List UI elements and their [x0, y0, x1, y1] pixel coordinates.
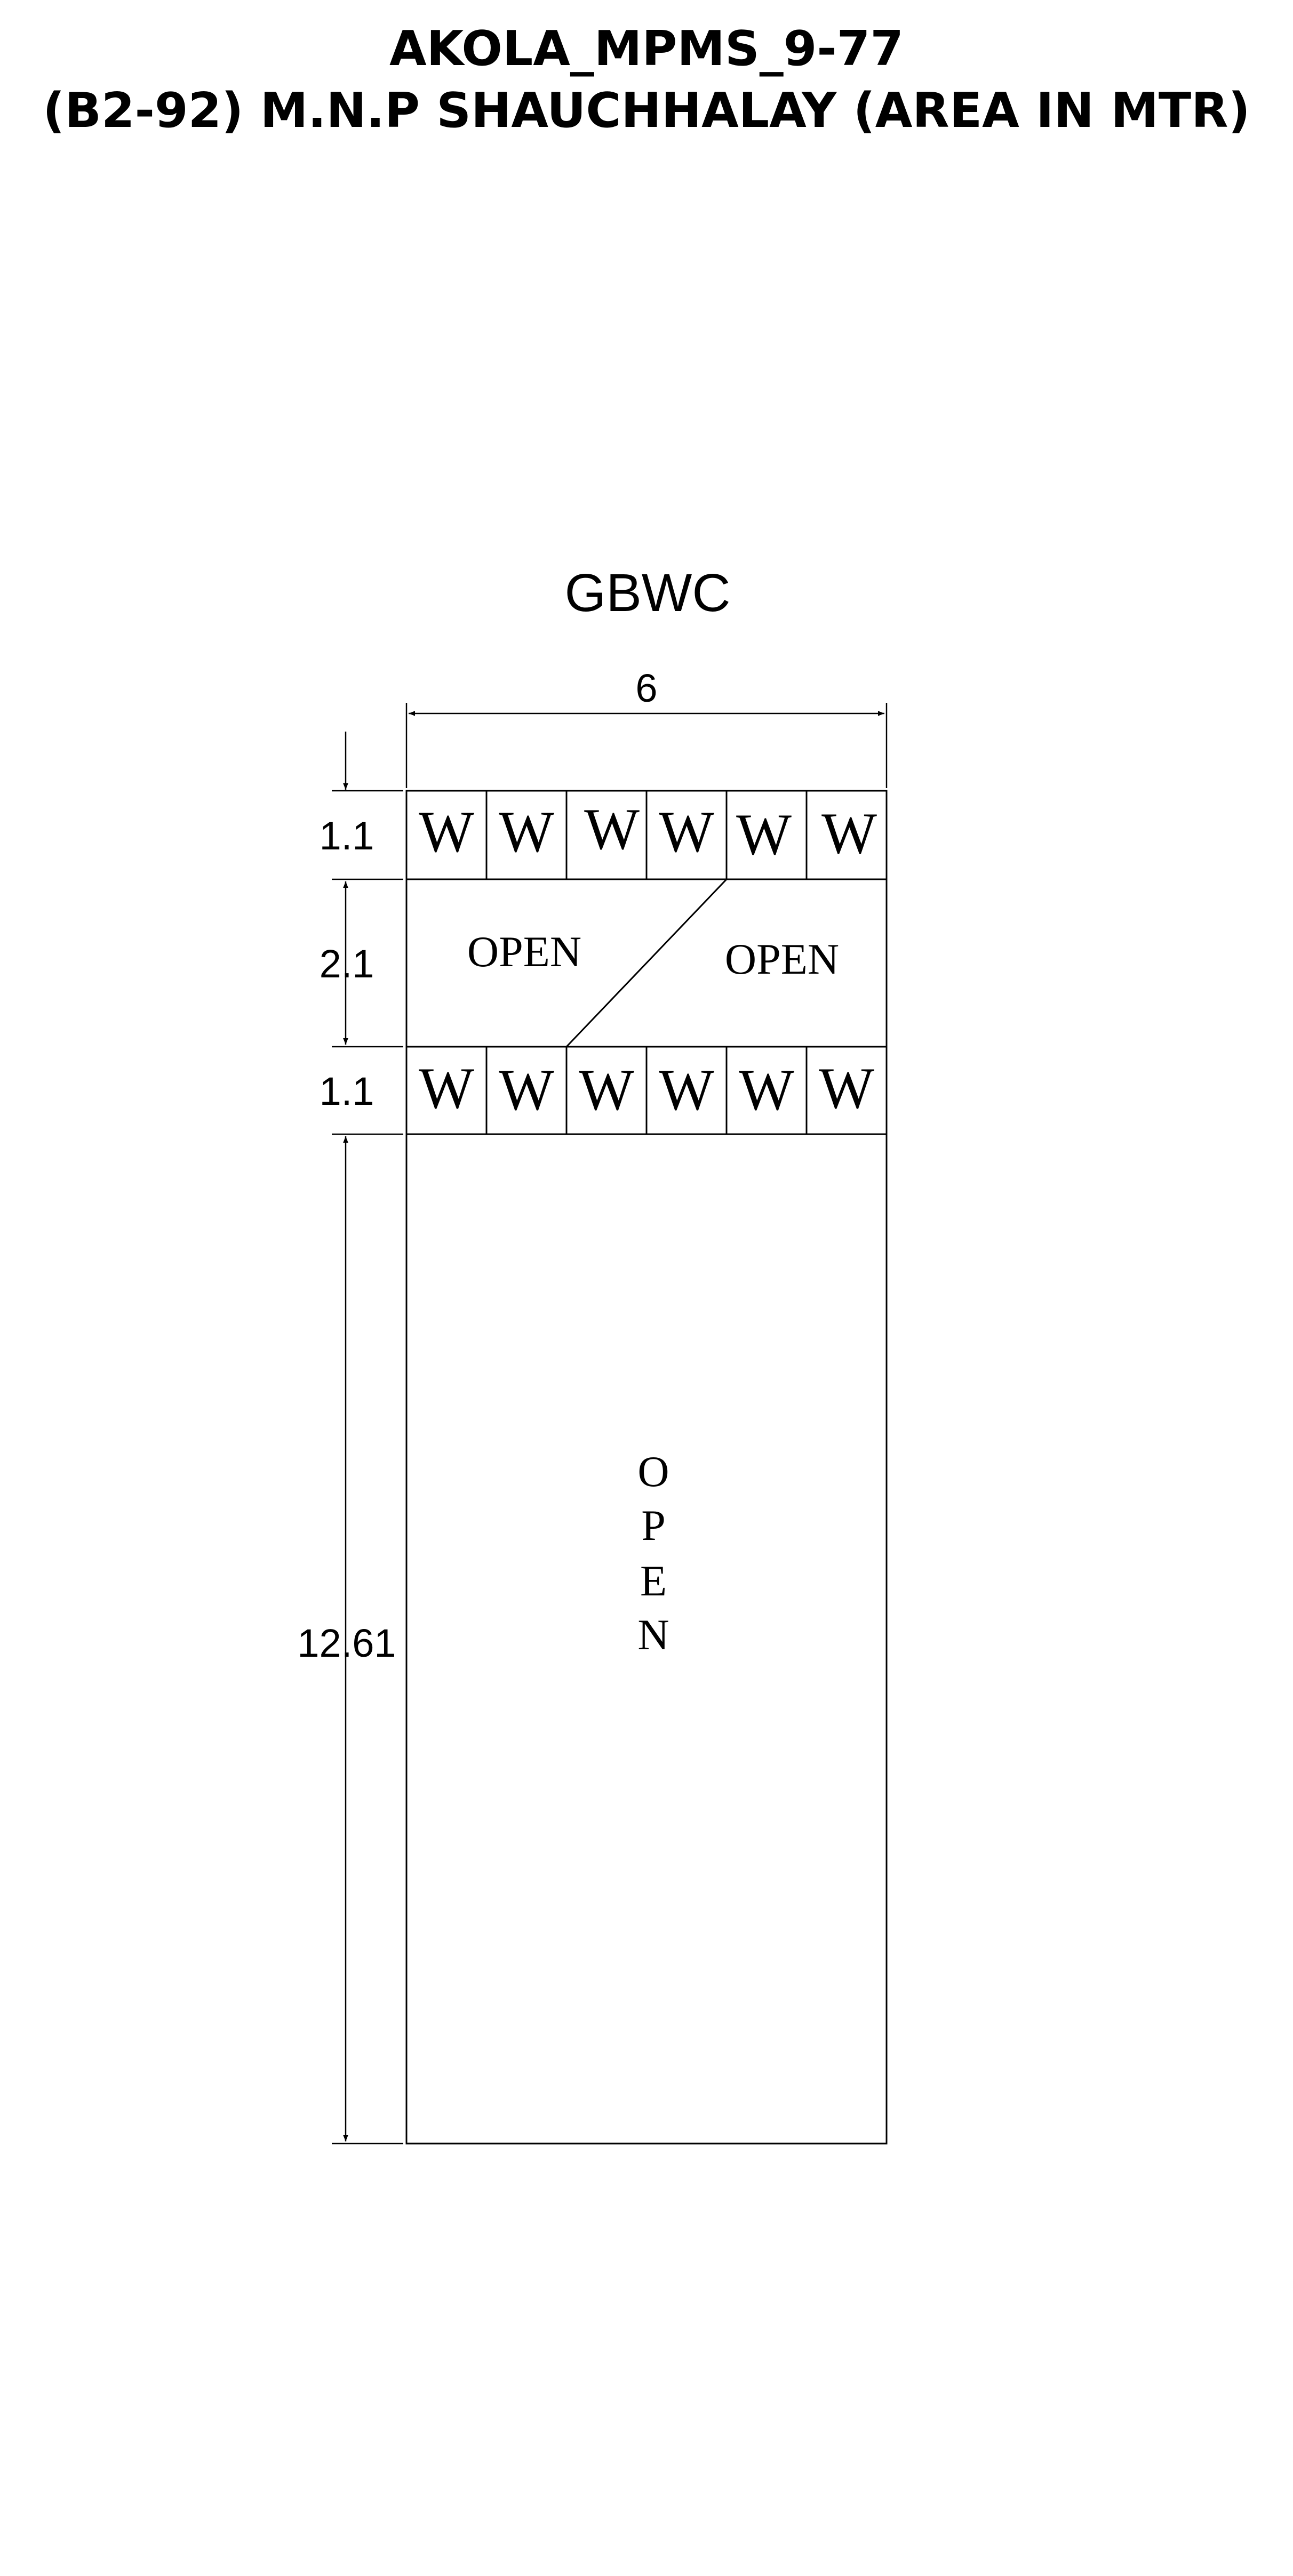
w-cell-bottom-5: W — [739, 1057, 794, 1122]
row1-height-value: 1.1 — [320, 814, 374, 858]
open-label-left: OPEN — [467, 927, 581, 976]
w-cell-bottom-6: W — [819, 1056, 874, 1121]
row3-height-value: 1.1 — [320, 1069, 374, 1113]
w-cell-bottom-3: W — [579, 1057, 634, 1122]
w-cell-bottom-2: W — [499, 1057, 554, 1122]
block-label: GBWC — [564, 563, 730, 623]
w-cell-top-5: W — [736, 802, 792, 867]
width-value: 6 — [635, 666, 657, 710]
w-cell-top-1: W — [419, 799, 474, 864]
open-vertical-letter-o: O — [637, 1447, 669, 1496]
w-cell-top-2: W — [499, 799, 554, 864]
row4-height-value: 12.61 — [297, 1621, 396, 1665]
title-line-2: (B2-92) M.N.P SHAUCHHALAY (AREA IN MTR) — [43, 83, 1250, 139]
open-label-right: OPEN — [725, 935, 839, 983]
w-cell-bottom-1: W — [419, 1056, 474, 1121]
w-cell-top-3: W — [584, 797, 640, 862]
row2-height-value: 2.1 — [320, 942, 374, 986]
w-cell-top-4: W — [659, 799, 714, 864]
open-vertical-letter-p: P — [641, 1501, 666, 1550]
w-cell-bottom-4: W — [659, 1057, 714, 1122]
diagonal-partition — [565, 878, 728, 1048]
w-cell-top-6: W — [821, 801, 877, 866]
open-vertical-letter-e: E — [640, 1556, 667, 1605]
open-vertical-letter-n: N — [637, 1610, 669, 1659]
title-line-1: AKOLA_MPMS_9-77 — [389, 21, 904, 77]
